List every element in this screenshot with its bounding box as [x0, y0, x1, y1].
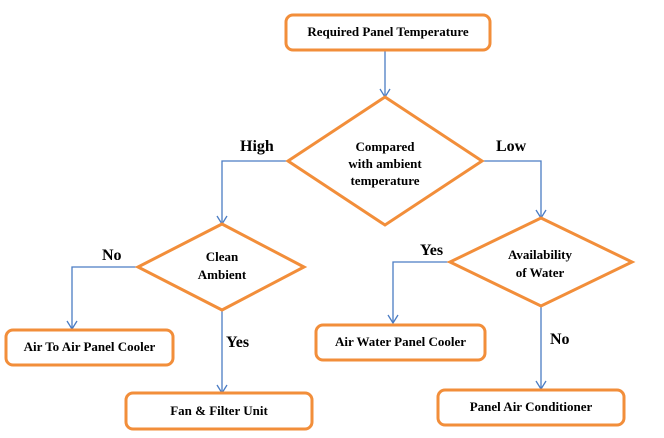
start-node-label: Required Panel Temperature	[307, 24, 469, 39]
air-to-air-label: Air To Air Panel Cooler	[23, 339, 156, 354]
air-to-air-box	[4, 328, 175, 367]
decision-main-line-1: Compared	[355, 139, 415, 154]
connector-low	[482, 160, 542, 218]
decision-water-label: Availability of Water	[480, 246, 600, 282]
connector-high	[221, 160, 288, 224]
fan-filter-label: Fan & Filter Unit	[170, 403, 268, 418]
start-node-box	[284, 13, 492, 52]
panel-ac-label: Panel Air Conditioner	[469, 399, 593, 414]
decision-main-diamond	[285, 95, 485, 227]
air-water-box	[314, 323, 487, 362]
decision-clean-line-2: Ambient	[197, 267, 247, 282]
edge-label-low: Low	[496, 138, 527, 155]
connector-clean-no	[71, 266, 138, 329]
decision-water-diamond	[446, 216, 636, 308]
decision-clean-line-1: Clean	[205, 249, 239, 264]
decision-clean-diamond	[134, 222, 308, 312]
edge-label-clean-yes: Yes	[226, 334, 250, 351]
edge-label-high: High	[240, 138, 274, 155]
air-water-label: Air Water Panel Cooler	[334, 334, 467, 349]
edge-label-clean-no: No	[102, 247, 122, 264]
edge-label-water-no: No	[550, 331, 570, 348]
edge-label-water-yes: Yes	[420, 242, 444, 259]
decision-main-label: Compared with ambient temperature	[305, 138, 465, 189]
decision-main-line-2: with ambient	[348, 156, 422, 171]
decision-water-line-1: Availability	[507, 247, 573, 262]
fan-filter-box	[124, 391, 314, 431]
arrowhead-icon	[387, 314, 399, 325]
decision-main-line-3: temperature	[350, 173, 420, 188]
decision-water-line-2: of Water	[515, 265, 565, 280]
panel-ac-box	[436, 388, 626, 427]
connector-water-yes	[392, 261, 450, 323]
decision-clean-label: Clean Ambient	[162, 248, 282, 284]
